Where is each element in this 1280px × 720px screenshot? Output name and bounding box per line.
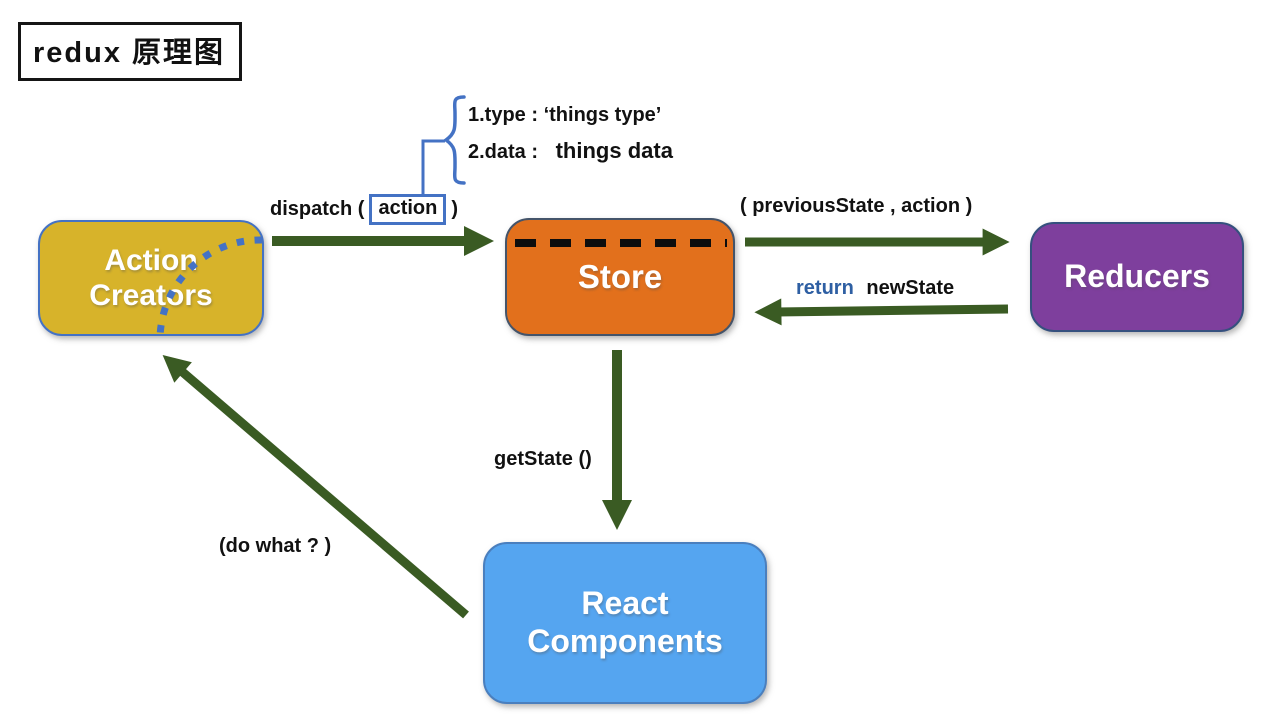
- annotation-data-line: 2.data : things data: [468, 138, 673, 163]
- node-action-creators: Action Creators: [38, 220, 264, 336]
- node-reducers: Reducers: [1030, 222, 1244, 332]
- node-react-components: React Components: [483, 542, 767, 704]
- diagram-title: redux 原理图: [18, 22, 243, 81]
- do-what-label: (do what ? ): [219, 535, 332, 557]
- return-newstate-arrow: [754, 298, 1009, 326]
- dispatch-suffix-text: ): [451, 198, 459, 220]
- node-store: Store: [505, 218, 735, 336]
- diagram-title-text: redux 原理图: [33, 37, 226, 69]
- annotation-type-line: 1.type : ‘things type’: [468, 104, 662, 126]
- dispatch-action-label: dispatch ( action ): [270, 194, 458, 225]
- annotation-elbow-connector: [421, 139, 445, 197]
- store-label: Store: [577, 257, 663, 295]
- action-creators-label-line1: Action: [104, 243, 198, 277]
- do-what-arrow: [162, 354, 469, 619]
- return-keyword-text: return: [796, 277, 854, 299]
- annotation-data-value: things data: [555, 138, 673, 163]
- annotation-data-prefix: 2.data :: [468, 141, 539, 163]
- react-components-label-line2: Components: [527, 623, 723, 659]
- dispatch-prefix-text: dispatch (: [270, 198, 365, 220]
- reducers-label: Reducers: [1064, 258, 1210, 295]
- newstate-text: newState: [866, 277, 955, 299]
- action-box: action: [369, 194, 447, 225]
- action-creators-label-line2: Creators: [89, 279, 213, 312]
- get-state-label: getState (): [494, 448, 592, 470]
- annotation-brace-icon: [442, 95, 466, 185]
- return-newstate-label: return newState: [796, 277, 954, 300]
- react-components-label-line1: React: [581, 585, 669, 622]
- store-dashed-line: [515, 239, 727, 247]
- action-annotation: 1.type : ‘things type’ 2.data : things d…: [468, 105, 673, 162]
- previous-state-label: ( previousState , action ): [740, 195, 973, 217]
